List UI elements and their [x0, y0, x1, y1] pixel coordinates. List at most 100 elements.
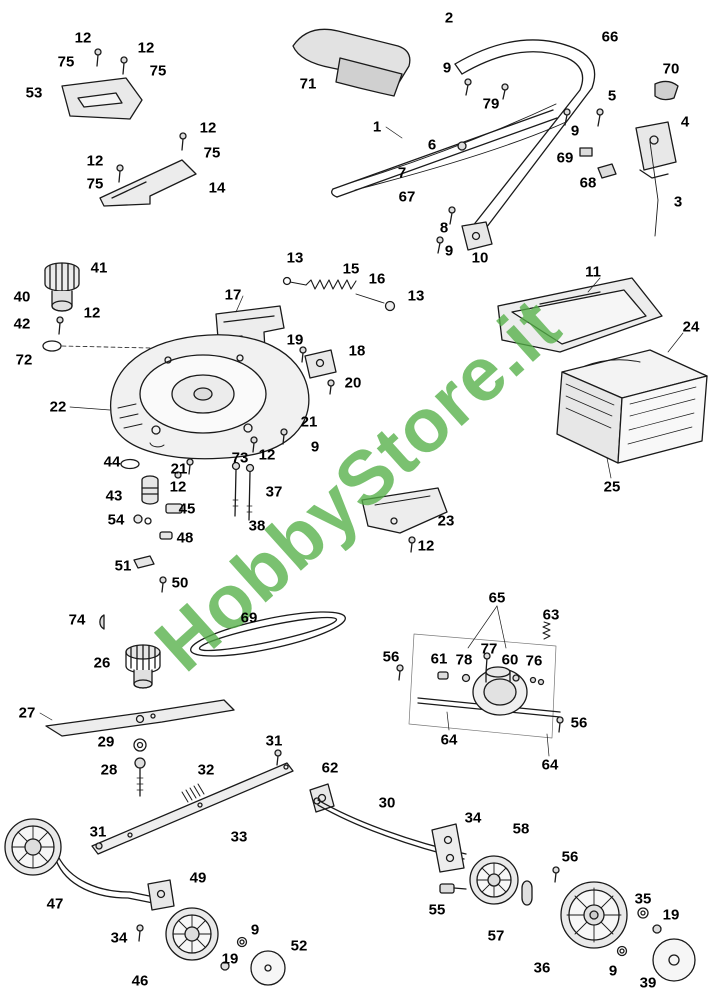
part-number-label: 39: [639, 974, 657, 992]
part-number-label: 66: [601, 28, 619, 46]
part-number-label: 13: [407, 287, 425, 305]
part-number-label: 72: [15, 351, 33, 369]
part-number-label: 34: [110, 929, 128, 947]
part-number-label: 40: [13, 288, 31, 306]
part-number-label: 61: [430, 650, 448, 668]
part-number-label: 10: [471, 249, 489, 267]
part-number-label: 9: [570, 122, 580, 140]
part-number-label: 47: [46, 895, 64, 913]
part-number-label: 54: [107, 511, 125, 529]
part-number-label: 55: [428, 901, 446, 919]
part-number-label: 51: [114, 557, 132, 575]
part-number-label: 7: [397, 164, 407, 182]
wheels-group: [4, 818, 696, 986]
part-number-label: 71: [299, 75, 317, 93]
part-number-label: 46: [131, 972, 149, 990]
part-number-label: 73: [231, 449, 249, 467]
part-number-label: 75: [149, 62, 167, 80]
part-number-label: 65: [488, 589, 506, 607]
part-number-label: 38: [248, 517, 266, 535]
part-number-label: 14: [208, 179, 226, 197]
part-number-label: 9: [608, 962, 618, 980]
height-linkage: [55, 749, 467, 911]
part-number-label: 5: [607, 87, 617, 105]
part-number-label: 31: [89, 823, 107, 841]
part-number-label: 79: [482, 95, 500, 113]
part-number-label: 2: [444, 9, 454, 27]
part-number-label: 42: [13, 315, 31, 333]
part-number-label: 75: [57, 53, 75, 71]
transmission-assembly: [396, 605, 564, 757]
part-number-label: 43: [105, 487, 123, 505]
part-number-label: 56: [382, 648, 400, 666]
part-number-label: 44: [103, 453, 121, 471]
part-number-label: 11: [585, 263, 601, 281]
part-number-label: 9: [310, 438, 320, 456]
part-number-label: 45: [178, 500, 196, 518]
part-number-label: 75: [203, 144, 221, 162]
part-number-label: 56: [570, 714, 588, 732]
part-number-label: 19: [221, 950, 239, 968]
part-number-label: 62: [321, 759, 339, 777]
part-number-label: 56: [561, 848, 579, 866]
part-number-label: 35: [634, 890, 652, 908]
deck-hardware-right: [250, 346, 337, 453]
rear-cover: [497, 277, 663, 353]
part-number-label: 48: [176, 529, 194, 547]
part-number-label: 13: [286, 249, 304, 267]
part-number-label: 69: [240, 609, 258, 627]
part-number-label: 49: [189, 869, 207, 887]
part-number-label: 8: [439, 219, 449, 237]
part-number-label: 36: [533, 959, 551, 977]
part-number-label: 15: [342, 260, 360, 278]
part-number-label: 33: [230, 828, 248, 846]
part-number-label: 26: [93, 654, 111, 672]
part-number-label: 64: [440, 731, 458, 749]
part-number-label: 12: [199, 119, 217, 137]
engine-pulley: [42, 262, 151, 352]
part-number-label: 77: [480, 640, 498, 658]
part-number-label: 70: [662, 60, 680, 78]
handle-assembly: [292, 28, 679, 254]
part-number-label: 67: [398, 188, 416, 206]
deck-hardware-left: [99, 458, 255, 630]
part-number-label: 31: [265, 732, 283, 750]
part-number-label: 64: [541, 756, 559, 774]
part-number-label: 27: [18, 704, 36, 722]
grass-bag: [556, 349, 708, 464]
part-number-label: 52: [290, 937, 308, 955]
part-number-label: 20: [344, 374, 362, 392]
part-number-label: 9: [250, 921, 260, 939]
part-number-label: 34: [464, 809, 482, 827]
part-number-label: 16: [368, 270, 386, 288]
part-number-label: 12: [169, 478, 187, 496]
leader-lines: [39, 126, 684, 721]
part-number-label: 1: [372, 118, 382, 136]
blade-assembly: [45, 699, 235, 797]
part-number-label: 18: [348, 342, 366, 360]
part-number-label: 12: [137, 39, 155, 57]
part-number-label: 9: [442, 59, 452, 77]
part-number-label: 41: [90, 259, 108, 277]
part-number-label: 69: [556, 149, 574, 167]
tension-spring: [282, 276, 396, 312]
part-number-label: 12: [74, 29, 92, 47]
part-number-label: 28: [100, 761, 118, 779]
part-number-label: 17: [224, 286, 242, 304]
part-number-label: 75: [86, 175, 104, 193]
part-number-label: 76: [525, 652, 543, 670]
part-number-label: 12: [258, 446, 276, 464]
part-number-label: 78: [455, 651, 473, 669]
part-number-label: 19: [286, 331, 304, 349]
part-number-label: 57: [487, 927, 505, 945]
part-number-label: 60: [501, 651, 519, 669]
mower-deck: [110, 334, 310, 460]
part-number-label: 30: [378, 794, 396, 812]
part-number-label: 12: [417, 537, 435, 555]
part-number-label: 12: [83, 304, 101, 322]
part-number-label: 50: [171, 574, 189, 592]
part-number-label: 3: [673, 193, 683, 211]
